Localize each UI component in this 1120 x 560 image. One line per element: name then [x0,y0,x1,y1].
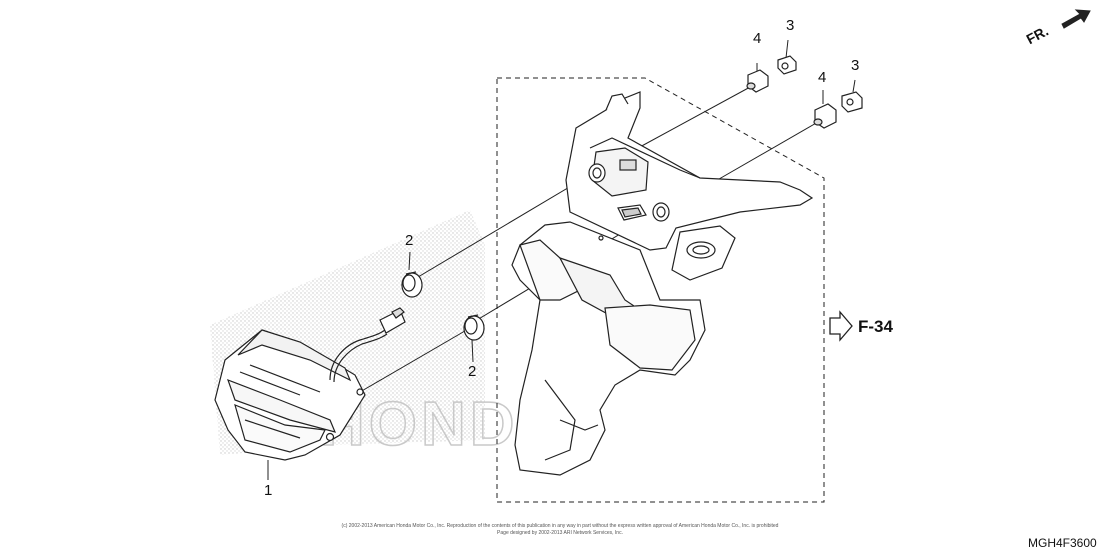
callout-1: 1 [264,482,273,499]
callout-2-lower: 2 [468,363,477,380]
rear-fender-bracket [511,91,814,476]
assembly-dashed-box [496,77,825,503]
bolt-lower [813,103,837,129]
page-ref-arrow [829,310,853,342]
connector [379,307,406,334]
callout-2-upper: 2 [405,232,414,249]
grommet-lower [463,314,485,341]
nut-lower [841,91,863,113]
page-ref-label: F-34 [858,317,893,336]
tail-light-assembly [214,329,366,461]
callout-4-lower: 4 [818,69,827,86]
copyright-line-1: (c) 2002-2013 American Honda Motor Co., … [341,523,779,529]
callout-3-lower: 3 [851,57,860,74]
grommet-upper [401,271,423,298]
front-direction-arrow [1061,9,1091,29]
diagram-code: MGH4F3600 [1028,536,1097,550]
bolt-upper [746,69,769,93]
nut-upper [777,55,797,75]
copyright-line-2: Page designed by 2002-2013 ARI Network S… [497,530,623,536]
callout-3-upper: 3 [786,17,795,34]
wire-harness [329,329,388,383]
callout-4-upper: 4 [753,30,762,47]
